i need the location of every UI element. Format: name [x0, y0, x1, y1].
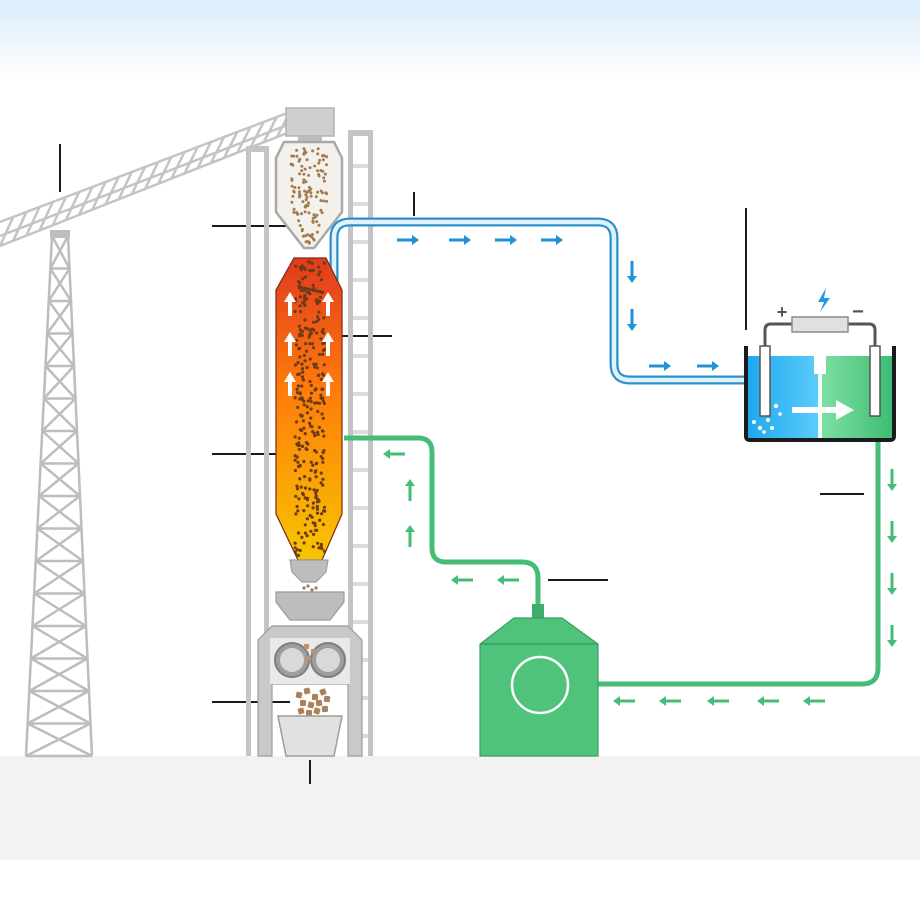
flow-arrow-icon: [541, 235, 563, 245]
up-flow-arrow-icon: [284, 332, 296, 356]
flow-arrow-icon: [697, 361, 719, 371]
flow-arrows: [383, 235, 897, 706]
flow-arrow-icon: [397, 235, 419, 245]
electrolyzer: + −: [744, 288, 896, 442]
falling-pellets: [302, 584, 318, 592]
ground: [0, 756, 920, 860]
flow-arrow-icon: [451, 575, 473, 585]
flow-arrow-icon: [887, 573, 897, 595]
negative-terminal-label: −: [852, 301, 864, 323]
flow-arrow-icon: [649, 361, 671, 371]
flow-arrow-icon: [613, 696, 635, 706]
up-flow-arrow-icon: [322, 372, 334, 396]
conveyor-truss: [0, 110, 292, 248]
reactor-shaft: [275, 257, 343, 583]
hydrogen-pipe: [329, 217, 746, 385]
up-flow-arrow-icon: [284, 372, 296, 396]
up-flow-arrow-icon: [322, 292, 334, 316]
flow-arrow-icon: [803, 696, 825, 706]
feed-hopper: [274, 107, 344, 250]
positive-terminal-label: +: [777, 302, 788, 322]
tower-cap: [50, 230, 70, 238]
flow-arrow-icon: [627, 309, 637, 331]
power-supply: [791, 316, 849, 333]
flow-arrow-icon: [887, 625, 897, 647]
flow-arrow-icon: [497, 575, 519, 585]
gas-bubbles: [752, 403, 782, 434]
flow-arrow-icon: [449, 235, 471, 245]
condenser-fan-icon: [510, 655, 570, 715]
flow-arrow-icon: [627, 261, 637, 283]
water-pipe: [344, 435, 881, 687]
flow-arrow-icon: [383, 449, 405, 459]
flow-arrow-icon: [405, 525, 415, 547]
flow-arrow-icon: [707, 696, 729, 706]
ion-flow-arrow-icon: [792, 400, 854, 420]
flow-arrow-icon: [887, 521, 897, 543]
flow-arrow-icon: [659, 696, 681, 706]
sky-band: [0, 0, 920, 80]
lattice-tower: [24, 235, 94, 758]
up-flow-arrow-icon: [284, 292, 296, 316]
anode: [759, 345, 771, 417]
flow-arrow-icon: [757, 696, 779, 706]
membrane-top: [814, 356, 826, 374]
cathode: [869, 345, 881, 417]
crusher: [257, 591, 363, 757]
flow-arrow-icon: [405, 479, 415, 501]
flow-arrow-icon: [495, 235, 517, 245]
lightning-bolt-icon: [818, 288, 830, 312]
up-flow-arrow-icon: [322, 332, 334, 356]
flow-arrow-icon: [887, 469, 897, 491]
condenser-unit: [479, 604, 599, 757]
